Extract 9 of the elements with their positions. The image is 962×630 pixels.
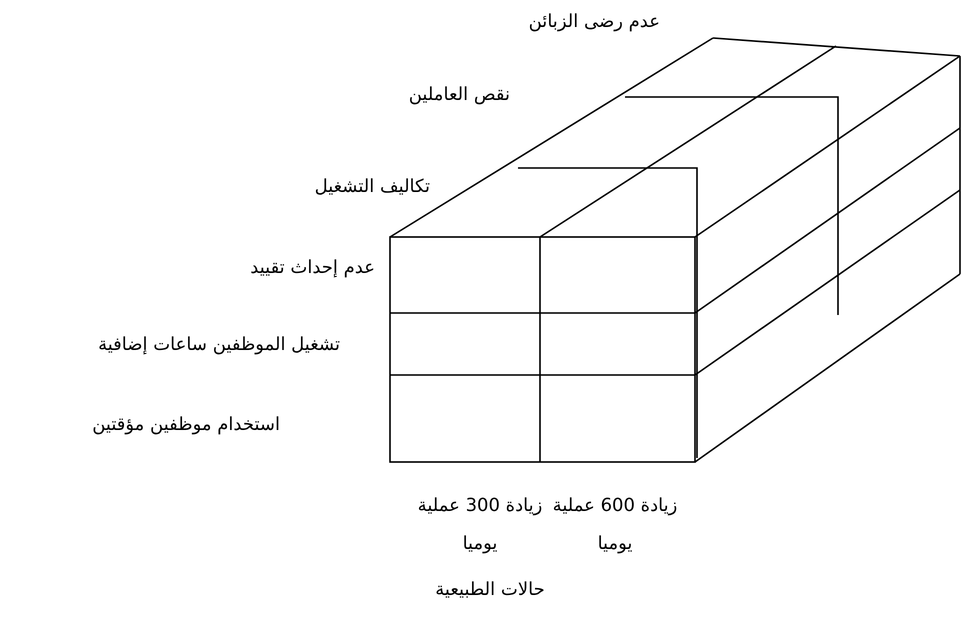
column-label: زيادة 300 عملية يوميا — [416, 494, 544, 556]
row-label: استخدام موظفين مؤقتين — [91, 413, 280, 437]
row-label: تشغيل الموظفين ساعات إضافية — [97, 333, 340, 357]
row-label: نقص العاملين — [408, 83, 510, 107]
column-label: زيادة 600 عملية يوميا — [552, 494, 678, 556]
row-label: عدم رضى الزبائن — [528, 10, 660, 34]
column-label: حالات الطبيعية — [434, 578, 546, 602]
row-label: تكاليف التشغيل — [314, 175, 430, 199]
row-label: عدم إحداث تقييد — [249, 256, 375, 280]
